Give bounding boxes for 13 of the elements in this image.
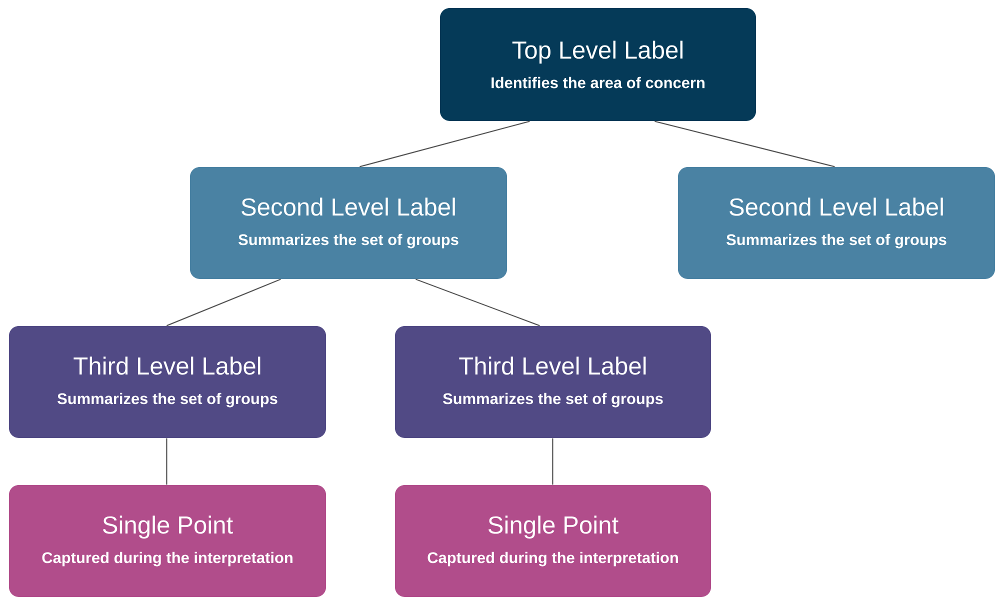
connector-line: [360, 120, 530, 168]
connector-line: [415, 278, 540, 326]
point-box: Single Point Captured during the interpretation: [394, 484, 712, 597]
connector-line: [166, 438, 168, 485]
connector-line: [166, 278, 281, 326]
second-level-box: Second Level Label Summarizes the set of groups: [678, 166, 996, 279]
point-box: Single Point Captured during the interpretation: [8, 484, 326, 597]
connector-line: [552, 438, 554, 485]
top-level-box: Top Level Label Identifies the area of concern: [440, 8, 756, 121]
second-level-box: Second Level Label Summarizes the set of groups: [190, 166, 508, 279]
third-level-box: Third Level Label Summarizes the set of groups: [8, 326, 326, 438]
connector-line: [654, 120, 835, 168]
third-level-box: Third Level Label Summarizes the set of groups: [394, 326, 712, 438]
